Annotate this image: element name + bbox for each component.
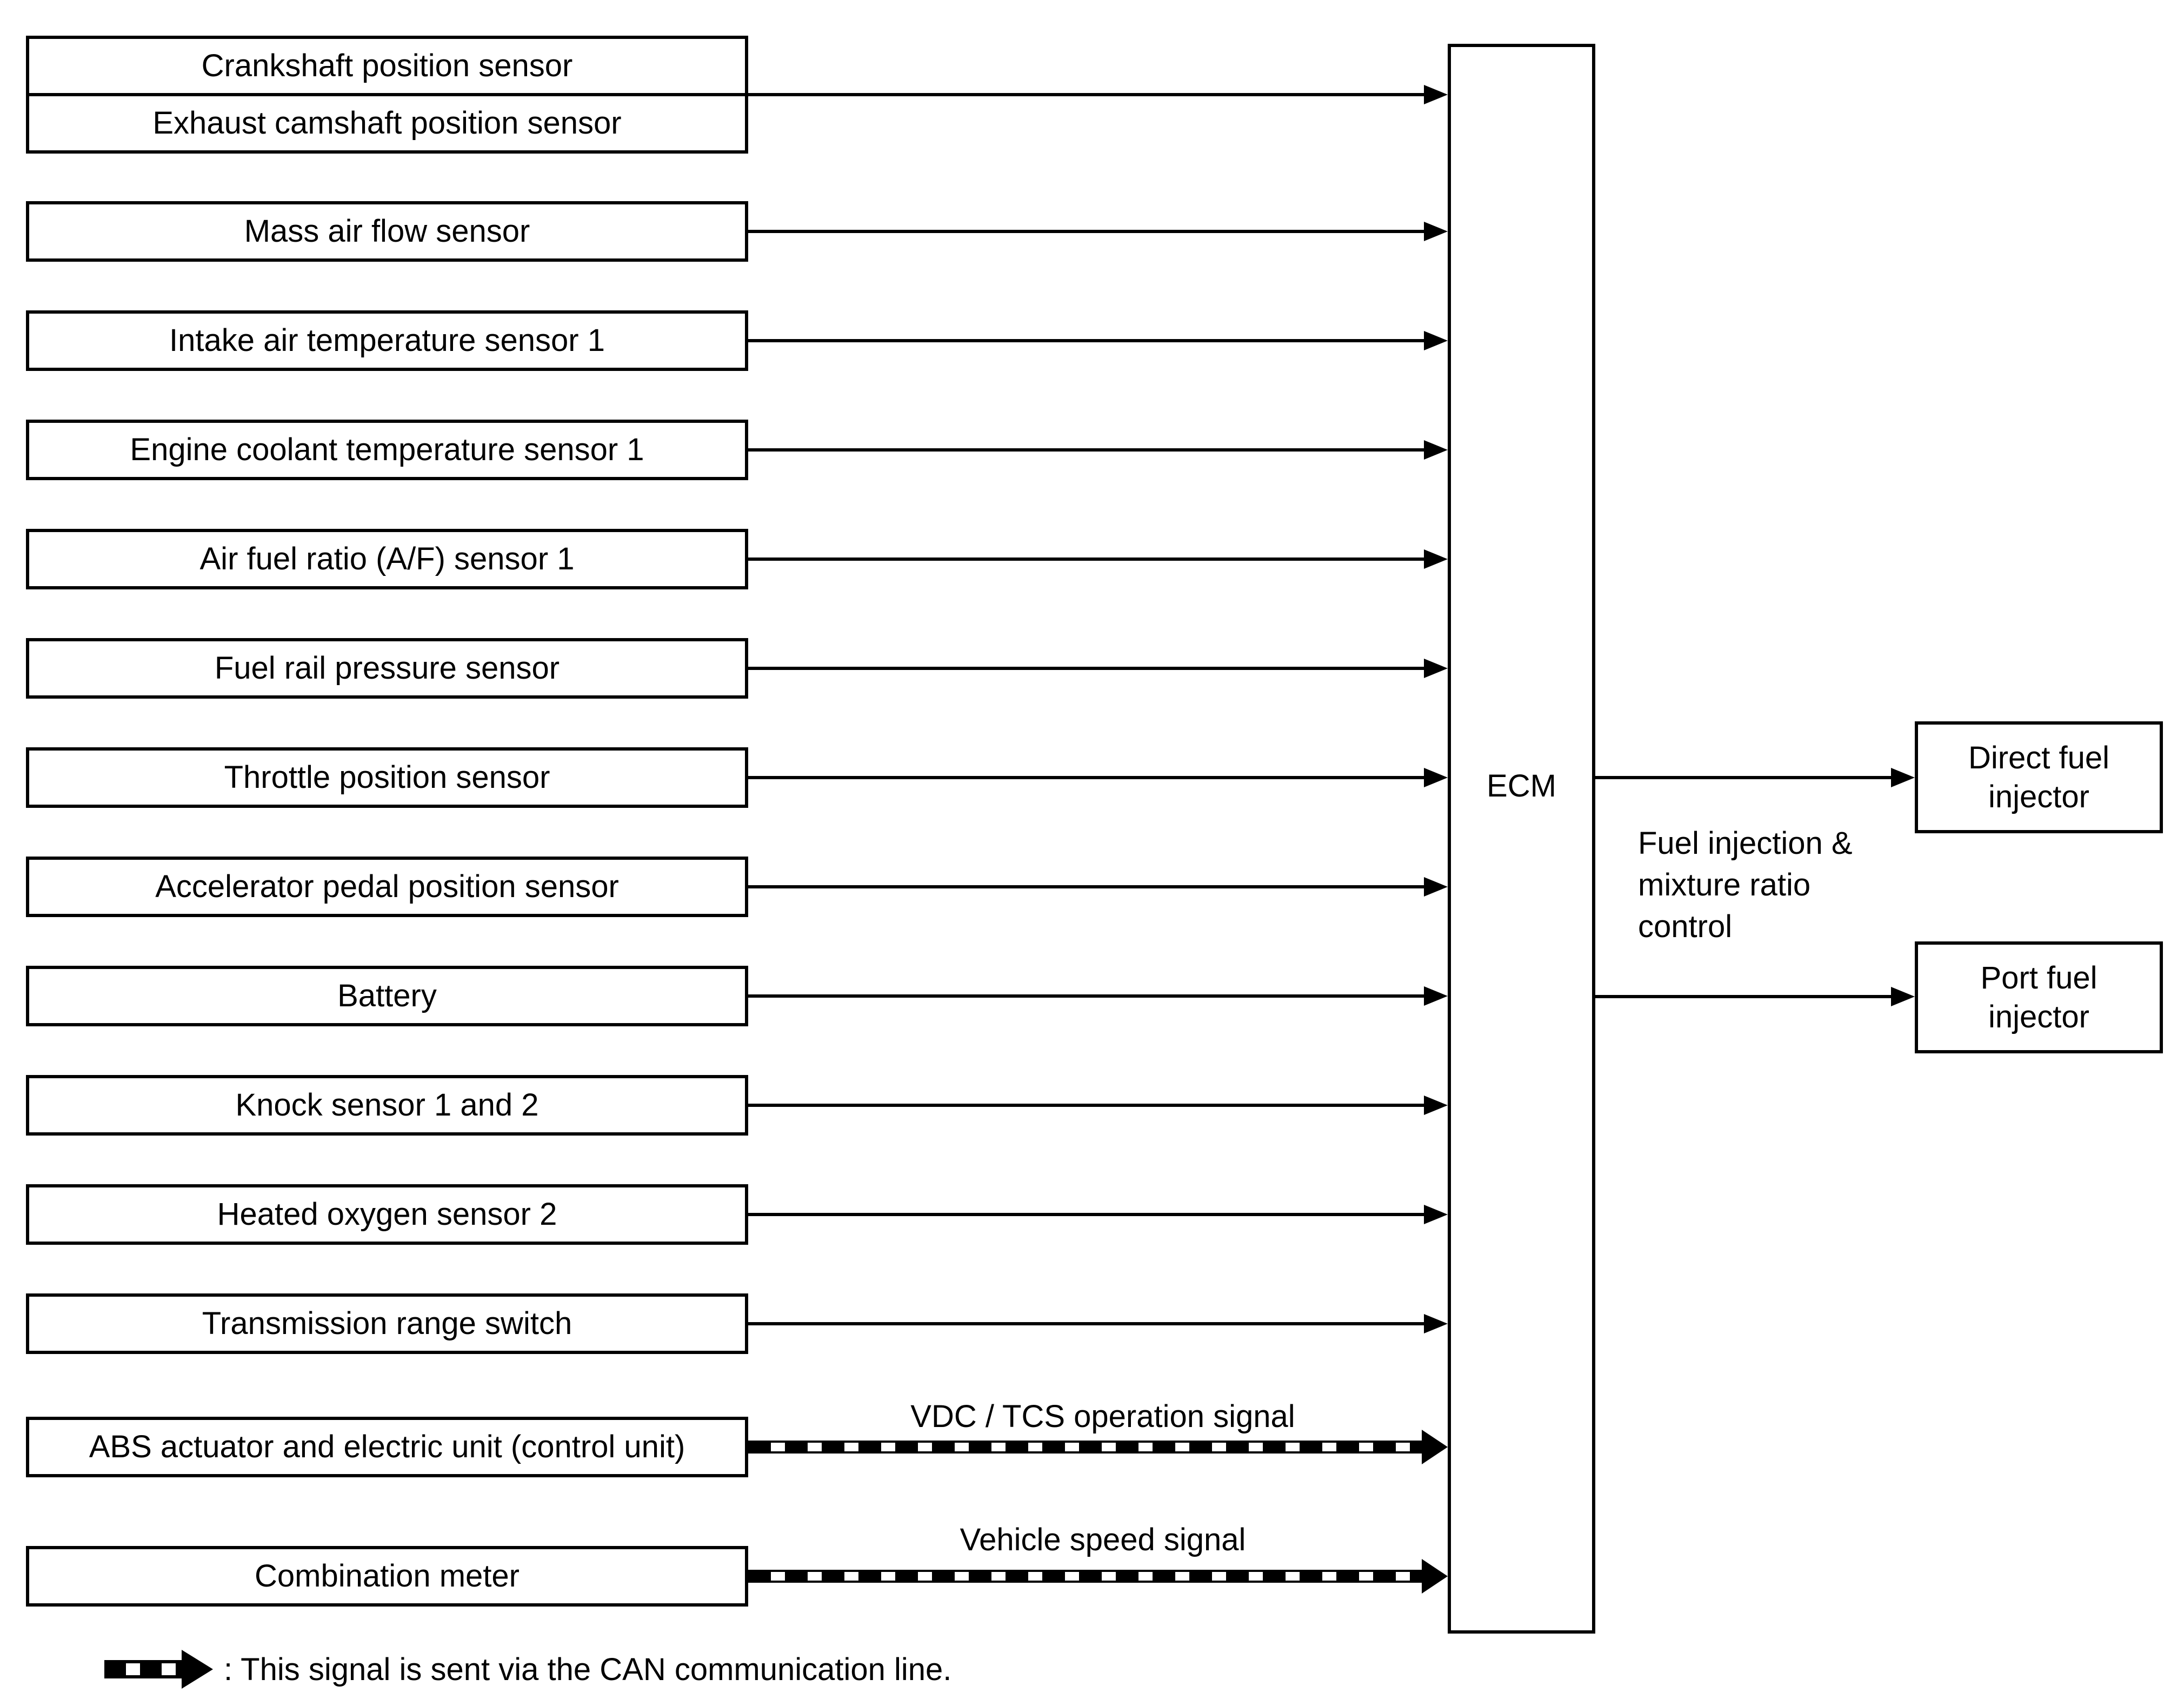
input-arrow-line: [748, 230, 1425, 233]
input-box-air-fuel-ratio-sensor-1: Air fuel ratio (A/F) sensor 1: [26, 529, 748, 589]
input-box-mass-air-flow-sensor: Mass air flow sensor: [26, 201, 748, 262]
input-box-label: Knock sensor 1 and 2: [235, 1087, 539, 1123]
can-arrow-head-icon: [1422, 1559, 1448, 1594]
ecm-box: ECM: [1448, 44, 1595, 1634]
input-box-battery: Battery: [26, 966, 748, 1026]
output-box-label-line-1: Port fuel: [1980, 960, 2098, 995]
ecm-label: ECM: [1487, 768, 1556, 804]
fuel-injection-control-note: Fuel injection & mixture ratio control: [1638, 822, 1853, 947]
input-box-label: Accelerator pedal position sensor: [155, 869, 619, 904]
legend-can-arrow-head-icon: [182, 1650, 213, 1689]
input-arrow-head-icon: [1424, 440, 1448, 460]
input-arrow-head-icon: [1424, 986, 1448, 1006]
input-box-label: Mass air flow sensor: [244, 214, 530, 249]
input-arrow-line: [748, 448, 1425, 452]
input-box-label: Engine coolant temperature sensor 1: [130, 432, 644, 467]
can-arrow-bar-vdc-tcs: [748, 1441, 1422, 1454]
can-arrow-bar-vehicle-speed: [748, 1570, 1422, 1583]
output-box-label-line-2: injector: [1988, 779, 2089, 814]
input-arrow-head-icon: [1424, 85, 1448, 104]
input-arrow-line: [748, 885, 1425, 888]
input-box-label: Transmission range switch: [202, 1306, 572, 1341]
input-box-label: Exhaust camshaft position sensor: [152, 105, 622, 141]
input-box-label: Heated oxygen sensor 2: [217, 1197, 557, 1232]
output-box-label-line-2: injector: [1988, 999, 2089, 1034]
input-arrow-head-icon: [1424, 1314, 1448, 1333]
input-arrow-line: [748, 776, 1425, 779]
output-box-direct-fuel-injector: Direct fuel injector: [1915, 721, 2163, 833]
input-arrow-head-icon: [1424, 877, 1448, 897]
input-box-label: Intake air temperature sensor 1: [169, 323, 605, 358]
can-arrow-head-icon: [1422, 1430, 1448, 1464]
input-box-throttle-position-sensor: Throttle position sensor: [26, 747, 748, 808]
input-box-accelerator-pedal-position-sensor: Accelerator pedal position sensor: [26, 857, 748, 917]
legend-text: : This signal is sent via the CAN commun…: [224, 1652, 952, 1687]
input-box-label: Throttle position sensor: [224, 760, 550, 795]
input-box-label: ABS actuator and electric unit (control …: [89, 1429, 685, 1464]
input-box-label: Fuel rail pressure sensor: [214, 651, 560, 686]
input-arrow-head-icon: [1424, 768, 1448, 787]
input-box-transmission-range-switch: Transmission range switch: [26, 1293, 748, 1354]
input-arrow-line: [748, 93, 1425, 96]
input-arrow-line: [748, 994, 1425, 998]
input-box-crankshaft-position-sensor: Crankshaft position sensor: [26, 36, 748, 96]
output-arrow-line: [1595, 776, 1891, 779]
input-box-label: Air fuel ratio (A/F) sensor 1: [199, 541, 575, 576]
input-box-label: Combination meter: [255, 1558, 520, 1594]
note-line-3: control: [1638, 909, 1733, 944]
input-box-label: Crankshaft position sensor: [201, 48, 573, 83]
input-arrow-head-icon: [1424, 222, 1448, 241]
note-line-1: Fuel injection &: [1638, 826, 1853, 861]
input-box-label: Battery: [337, 978, 437, 1013]
input-arrow-head-icon: [1424, 659, 1448, 678]
signal-label-vdc-tcs-operation: VDC / TCS operation signal: [910, 1399, 1295, 1434]
input-arrow-head-icon: [1424, 1096, 1448, 1115]
input-box-combination-meter: Combination meter: [26, 1546, 748, 1607]
input-box-heated-oxygen-sensor-2: Heated oxygen sensor 2: [26, 1184, 748, 1245]
input-arrow-line: [748, 1104, 1425, 1107]
signal-label-vehicle-speed: Vehicle speed signal: [960, 1522, 1246, 1557]
output-box-label-line-1: Direct fuel: [1968, 740, 2110, 775]
input-box-knock-sensor-1-and-2: Knock sensor 1 and 2: [26, 1075, 748, 1136]
output-arrow-line: [1595, 995, 1891, 998]
legend-can-arrow-bar-icon: [104, 1660, 182, 1678]
input-box-intake-air-temperature-sensor-1: Intake air temperature sensor 1: [26, 310, 748, 371]
input-arrow-line: [748, 1213, 1425, 1216]
output-box-port-fuel-injector: Port fuel injector: [1915, 941, 2163, 1053]
input-arrow-line: [748, 1322, 1425, 1325]
input-arrow-line: [748, 339, 1425, 342]
input-box-engine-coolant-temperature-sensor-1: Engine coolant temperature sensor 1: [26, 420, 748, 480]
note-line-2: mixture ratio: [1638, 867, 1811, 902]
output-arrow-head-icon: [1891, 768, 1915, 787]
input-arrow-head-icon: [1424, 1205, 1448, 1224]
input-box-exhaust-camshaft-position-sensor: Exhaust camshaft position sensor: [26, 93, 748, 154]
input-arrow-line: [748, 667, 1425, 670]
input-box-fuel-rail-pressure-sensor: Fuel rail pressure sensor: [26, 638, 748, 699]
input-arrow-line: [748, 558, 1425, 561]
input-arrow-head-icon: [1424, 331, 1448, 350]
input-box-abs-actuator-and-electric-unit: ABS actuator and electric unit (control …: [26, 1417, 748, 1477]
input-arrow-head-icon: [1424, 549, 1448, 569]
output-arrow-head-icon: [1891, 987, 1915, 1006]
